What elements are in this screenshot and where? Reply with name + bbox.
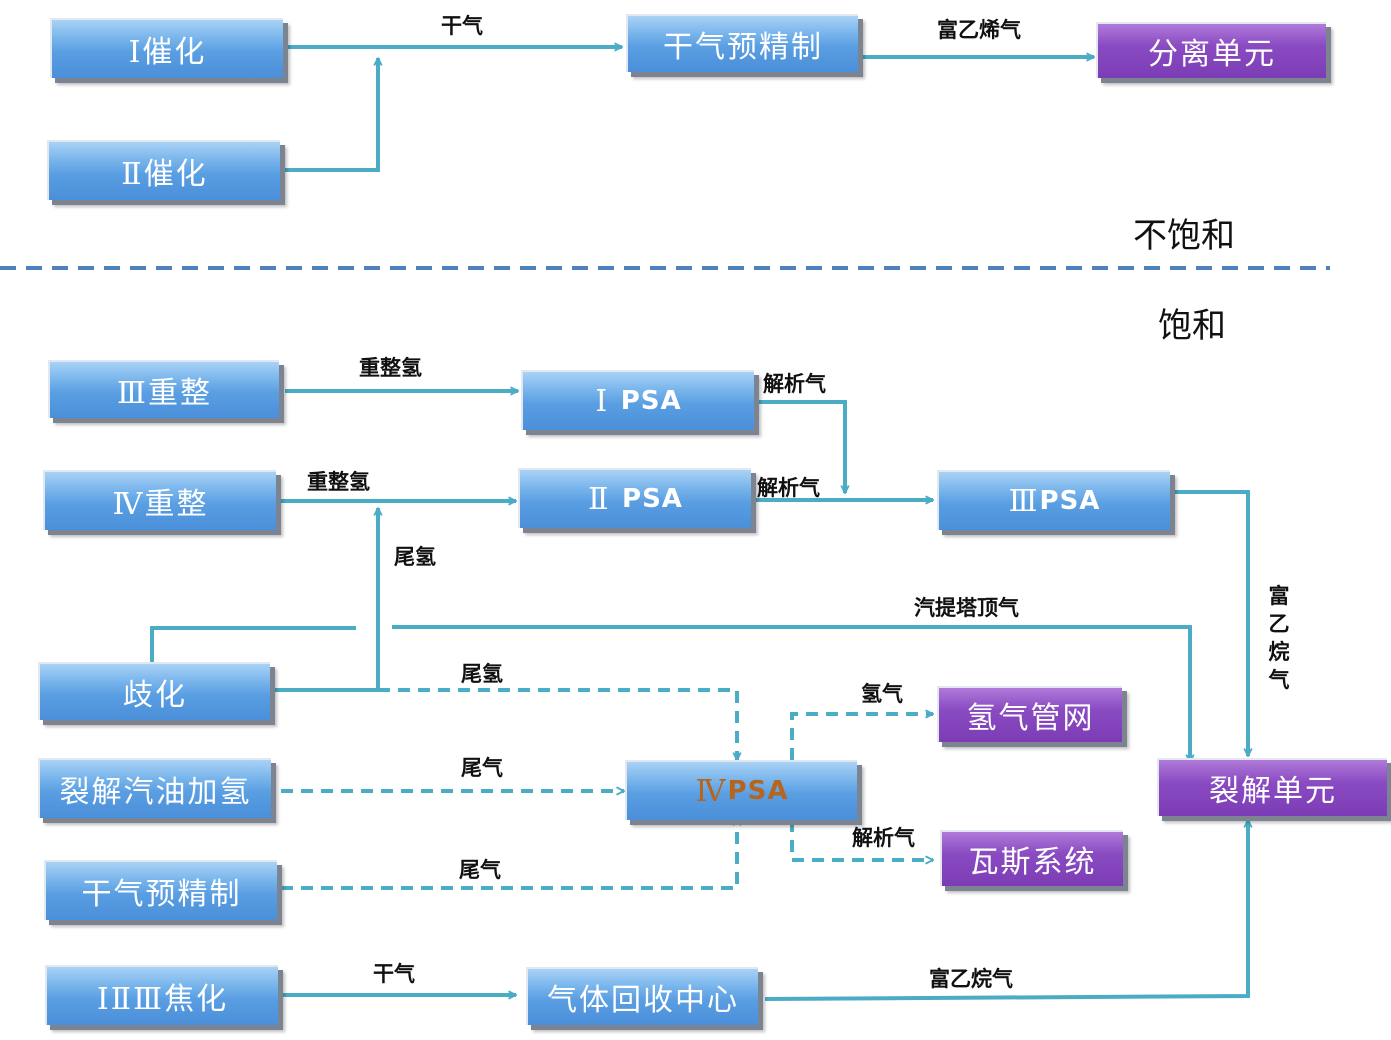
label-rich-ethane-bottom: 富乙烷气 xyxy=(929,967,1013,991)
label-rich-ethane-vertical: 富乙烷气 xyxy=(1268,584,1290,692)
arrow-psa1-desorb xyxy=(754,400,845,493)
node-dry-gas-refine-top: 干气预精制 xyxy=(626,14,858,72)
node-cat1: Ⅰ催化 xyxy=(50,18,283,78)
arrow-stripper-to-cracking xyxy=(392,625,1190,762)
psa3-suffix: PSA xyxy=(1039,486,1101,516)
node-psa2: Ⅱ PSA xyxy=(518,468,751,528)
label-desorb-2: 解析气 xyxy=(757,476,820,500)
arrow-cat2-merge xyxy=(280,58,378,172)
arrow-qihua-tail-h2 xyxy=(270,508,378,692)
section-title-unsaturated: 不饱和 xyxy=(1133,216,1235,256)
label-dry-gas-bottom: 干气 xyxy=(373,962,415,986)
label-desorb-1: 解析气 xyxy=(763,372,826,396)
line-qihua-up xyxy=(150,626,356,665)
psa4-suffix: PSA xyxy=(727,776,789,806)
psa3-roman: Ⅲ xyxy=(1008,483,1040,519)
label-reform-h2-2: 重整氢 xyxy=(307,470,370,494)
label-reform-h2-1: 重整氢 xyxy=(359,356,422,380)
arrow-psa4-to-h2-network xyxy=(790,714,933,760)
label-tail-gas-1: 尾气 xyxy=(461,756,503,780)
node-cracked-gasoline-hydro: 裂解汽油加氢 xyxy=(38,758,271,818)
arrow-gas-recovery-to-cracking xyxy=(764,820,1248,1001)
node-gas-system: 瓦斯系统 xyxy=(940,830,1123,886)
node-reform3: Ⅲ重整 xyxy=(48,360,279,418)
psa1-roman: Ⅰ xyxy=(595,383,610,419)
node-psa1: Ⅰ PSA xyxy=(521,370,754,430)
psa2-roman: Ⅱ xyxy=(588,481,611,517)
arrow-psa3-to-cracking xyxy=(1174,490,1248,756)
node-dry-gas-refine-bottom: 干气预精制 xyxy=(44,860,277,920)
label-tail-h2-2: 尾氢 xyxy=(461,662,503,686)
arrow-psa4-to-gas-system xyxy=(790,820,933,860)
psa2-suffix: PSA xyxy=(622,484,683,514)
section-title-saturated: 饱和 xyxy=(1158,306,1226,346)
label-rich-ethylene: 富乙烯气 xyxy=(937,18,1021,42)
node-qihua: 歧化 xyxy=(38,662,270,720)
node-h2-network: 氢气管网 xyxy=(937,686,1122,742)
arrow-refine-to-psa4 xyxy=(281,818,737,890)
psa1-suffix: PSA xyxy=(620,386,682,416)
label-dry-gas-top: 干气 xyxy=(441,14,483,38)
node-cracking-unit: 裂解单元 xyxy=(1157,758,1387,816)
node-coking: ⅠⅡⅢ焦化 xyxy=(45,965,278,1025)
label-hydrogen: 氢气 xyxy=(861,682,903,706)
label-stripper-top: 汽提塔顶气 xyxy=(914,596,1019,620)
arrow-qihua-to-psa4 xyxy=(378,688,737,760)
node-cat2: Ⅱ催化 xyxy=(47,140,280,200)
node-reform4: Ⅳ重整 xyxy=(43,470,276,530)
node-gas-recovery: 气体回收中心 xyxy=(526,967,758,1025)
label-desorb-3: 解析气 xyxy=(852,826,915,850)
label-tail-h2-1: 尾氢 xyxy=(394,545,436,569)
label-tail-gas-2: 尾气 xyxy=(459,858,501,882)
psa4-roman: Ⅳ xyxy=(695,773,728,809)
node-separation-unit: 分离单元 xyxy=(1096,22,1326,78)
